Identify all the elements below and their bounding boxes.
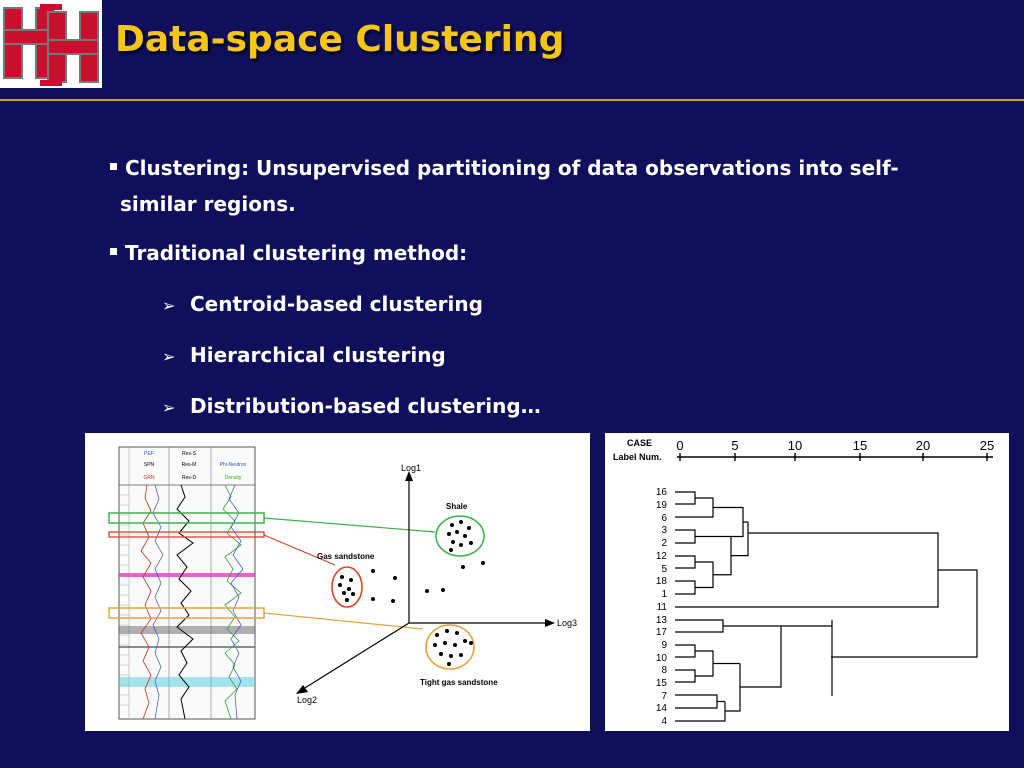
uh-logo: [0, 0, 102, 88]
leaf-labels: 16 19 6 3 2 12 5 18 1 11 13 17 9 10 8 15…: [656, 487, 668, 727]
well-log-cluster-figure: PEF Res-S SPN Res-M Phi-Neutron GRN Res-…: [85, 433, 590, 731]
dendrogram-figure: CASE Label Num. 0 5 10 15 20 25 16 19 6 …: [605, 433, 1009, 731]
leaf-label: 4: [661, 716, 667, 727]
magenta-band: [119, 573, 255, 577]
bullet-clustering: Clustering: Unsupervised partitioning of…: [108, 150, 958, 222]
leaf-label: 3: [661, 525, 667, 536]
gas-sandstone-connector: [263, 534, 336, 566]
tick-label: 10: [788, 438, 802, 453]
tick-label: 0: [676, 438, 683, 453]
leaf-label: 7: [661, 691, 667, 702]
leaf-label: 17: [656, 627, 668, 638]
bullet-text: Clustering: Unsupervised partitioning of…: [125, 156, 899, 180]
leaf-label: 16: [656, 487, 668, 498]
gr-curve: [140, 484, 152, 720]
log-header-spn: SPN: [144, 462, 155, 468]
leaf-label: 19: [656, 500, 668, 511]
axis-label-log2: Log2: [297, 695, 317, 705]
arrow-bullet-icon: ➢: [162, 347, 176, 366]
bullet-traditional: Traditional clustering method:: [108, 238, 467, 268]
shale-label: Shale: [446, 502, 468, 511]
leaf-label: 14: [656, 703, 668, 714]
title-divider: [0, 99, 1024, 101]
leaf-label: 10: [656, 653, 668, 664]
well-log-cluster-diagram: PEF Res-S SPN Res-M Phi-Neutron GRN Res-…: [108, 446, 577, 720]
log-header-density: Density: [225, 475, 242, 481]
axis-label-log3: Log3: [557, 618, 577, 628]
gas-sandstone-highlight-box: [108, 531, 265, 538]
leaf-label: 5: [661, 564, 667, 575]
gas-sandstone-label: Gas sandstone: [317, 552, 375, 561]
square-bullet-icon: [110, 163, 117, 170]
arrow-bullet-icon: ➢: [162, 398, 176, 417]
dendrogram-diagram: CASE Label Num. 0 5 10 15 20 25 16 19 6 …: [613, 438, 994, 727]
tick-label: 20: [916, 438, 930, 453]
log-header-res-s: Res-S: [182, 451, 197, 457]
dendrogram-tree: [675, 491, 978, 722]
sub-bullet-text: Hierarchical clustering: [190, 343, 446, 367]
log-header-res-m: Res-M: [182, 462, 197, 468]
tick-label: 25: [980, 438, 994, 453]
log-header-phi-neutron: Phi-Neutron: [220, 462, 247, 468]
bullet-text-continued: similar regions.: [120, 192, 296, 216]
tight-sandstone-points: [433, 629, 473, 666]
gray-band: [119, 626, 255, 634]
log-header-pef: PEF: [144, 451, 154, 457]
bullet-text: Traditional clustering method:: [125, 241, 468, 265]
leaf-label: 8: [661, 665, 667, 676]
tick-label: 5: [731, 438, 738, 453]
gas-sandstone-cluster-ellipse: [331, 566, 363, 608]
uh-logo-icon: [3, 4, 99, 86]
shale-cluster-ellipse: [435, 515, 485, 557]
arrow-bullet-icon: ➢: [162, 296, 176, 315]
scale-axis: [677, 453, 993, 461]
sub-bullet-distribution: ➢ Distribution-based clustering…: [162, 391, 541, 423]
log-header-res-d: Res-D: [182, 475, 197, 481]
depth-ticks: [119, 494, 129, 706]
sub-bullet-hierarchical: ➢ Hierarchical clustering: [162, 340, 446, 372]
tight-sandstone-cluster-ellipse: [425, 624, 475, 670]
leaf-label: 11: [657, 602, 668, 613]
leaf-label: 13: [656, 615, 668, 626]
sub-bullet-text: Distribution-based clustering…: [190, 394, 541, 418]
log3-arrow-icon: [545, 619, 555, 627]
square-bullet-icon: [110, 248, 117, 255]
log-track-frame: [118, 446, 256, 720]
dark-band: [119, 646, 255, 648]
shale-connector: [263, 517, 436, 533]
tight-sandstone-connector: [263, 612, 424, 630]
page-title: Data-space Clustering: [115, 19, 565, 60]
log-header-grn: GRN: [143, 475, 155, 481]
tight-sandstone-label: Tight gas sandstone: [420, 678, 498, 687]
leaf-label: 15: [656, 678, 668, 689]
axes-3d: [299, 475, 551, 692]
leaf-label: 6: [661, 513, 667, 524]
scale-tick-labels: 0 5 10 15 20 25: [676, 438, 994, 453]
leaf-label: 1: [661, 589, 667, 600]
leaf-label: 18: [656, 576, 668, 587]
leaf-label: 12: [656, 551, 668, 562]
gas-sandstone-points: [338, 575, 355, 602]
leaf-label: 2: [661, 538, 667, 549]
leaf-label: 9: [661, 640, 667, 651]
label-num-header: Label Num.: [613, 452, 662, 462]
tick-label: 15: [853, 438, 867, 453]
scattered-points: [371, 561, 485, 603]
sub-bullet-text: Centroid-based clustering: [190, 292, 483, 316]
cyan-band: [119, 677, 255, 687]
axis-label-log1: Log1: [401, 463, 421, 473]
log1-arrow-icon: [405, 471, 413, 481]
sub-bullet-centroid: ➢ Centroid-based clustering: [162, 289, 483, 321]
shale-points: [447, 520, 473, 552]
case-header: CASE: [627, 438, 652, 448]
log2-arrow-icon: [296, 685, 308, 694]
